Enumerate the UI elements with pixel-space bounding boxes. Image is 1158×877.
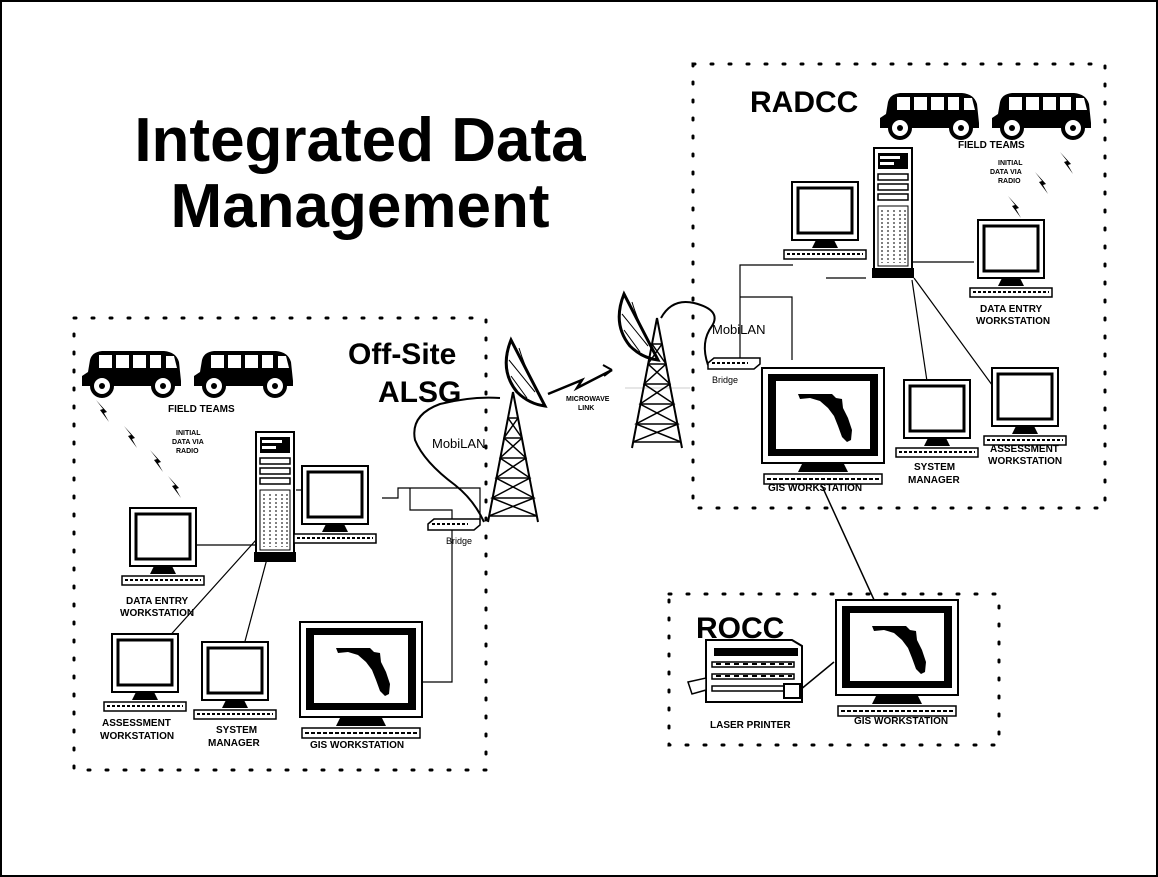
title-line-2: Management [170, 172, 550, 241]
alsg-radio-line-3: RADIO [176, 448, 199, 455]
alsg-bridge-label: Bridge [446, 536, 473, 546]
radcc-radio-line-3: RADIO [998, 178, 1021, 185]
radcc-name: RADCC [750, 86, 859, 119]
monitor-icon [102, 632, 188, 713]
rocc-printer-label: LASER PRINTER [710, 720, 791, 731]
gis-workstation-icon [835, 599, 959, 717]
rocc-printer-cable [799, 661, 835, 691]
radcc-system-manager-line-2: MANAGER [908, 475, 960, 486]
monitor-icon [894, 378, 980, 459]
gis-workstation-icon [761, 367, 885, 485]
monitor-icon [120, 506, 206, 587]
alsg-mobilan-link [413, 396, 501, 523]
alsg-name-line-1: Off-Site [348, 338, 457, 371]
radio-bolt-icon [124, 426, 137, 448]
radcc-assessment-line-2: WORKSTATION [988, 456, 1063, 467]
radcc-site-border [691, 62, 1107, 510]
radcc-bridge-label: Bridge [712, 375, 739, 385]
microwave-link-line-1: MICROWAVE [566, 396, 610, 403]
alsg-system-manager-line-1: SYSTEM [216, 725, 258, 736]
dish-antenna-icon [617, 292, 660, 362]
title-line-1: Integrated Data [134, 106, 586, 175]
bridge-device-icon [427, 518, 481, 531]
radio-bolt-icon [1060, 152, 1073, 174]
monitor-icon [968, 218, 1054, 299]
radcc-data-entry-line-1: DATA ENTRY [980, 304, 1043, 315]
radcc-gis-label: GIS WORKSTATION [768, 483, 863, 494]
monitor-icon [782, 180, 868, 261]
radio-bolt-icon [1008, 196, 1021, 218]
bridge-device-icon [707, 357, 761, 370]
monitor-icon [982, 366, 1068, 447]
server-tower-icon [871, 147, 915, 279]
radcc-system-manager-line-1: SYSTEM [914, 462, 956, 473]
alsg-assessment-line-1: ASSESSMENT [102, 718, 171, 729]
alsg-data-entry-line-2: WORKSTATION [120, 608, 195, 619]
monitor-icon [292, 464, 378, 545]
rocc-site-border [667, 592, 1001, 747]
microwave-link-line-2: LINK [578, 405, 595, 412]
alsg-data-entry-line-1: DATA ENTRY [126, 596, 189, 607]
van-icon [878, 91, 981, 140]
van-icon [80, 349, 183, 398]
alsg-name-line-2: ALSG [378, 376, 462, 409]
microwave-link-bolt [547, 368, 613, 396]
lattice-tower-icon [487, 391, 539, 523]
alsg-field-teams-label: FIELD TEAMS [168, 404, 235, 415]
alsg-gis-label: GIS WORKSTATION [310, 740, 405, 751]
laser-printer-icon [687, 639, 803, 703]
radio-bolt-icon [150, 450, 163, 472]
rocc-name: ROCC [696, 612, 785, 645]
radio-bolt-icon [1035, 172, 1048, 194]
radcc-field-teams-label: FIELD TEAMS [958, 140, 1025, 151]
alsg-radio-line-1: INITIAL [176, 430, 201, 437]
radio-bolt-icon [168, 476, 181, 498]
radcc-mobilan-link [660, 301, 716, 366]
radcc-radio-line-2: DATA VIA [990, 169, 1022, 176]
van-icon [192, 349, 295, 398]
gis-workstation-icon [299, 621, 423, 739]
radio-bolt-icon [96, 400, 109, 422]
server-tower-icon [253, 431, 297, 563]
rocc-gis-label: GIS WORKSTATION [854, 716, 949, 727]
radcc-assessment-line-1: ASSESSMENT [990, 444, 1059, 455]
alsg-radio-line-2: DATA VIA [172, 439, 204, 446]
alsg-assessment-line-2: WORKSTATION [100, 731, 175, 742]
radcc-mobilan-label: MobiLAN [712, 322, 766, 337]
van-icon [990, 91, 1093, 140]
monitor-icon [192, 640, 278, 721]
alsg-mobilan-label: MobiLAN [432, 436, 486, 451]
radcc-data-entry-line-2: WORKSTATION [976, 316, 1051, 327]
radcc-radio-line-1: INITIAL [998, 160, 1023, 167]
alsg-system-manager-line-2: MANAGER [208, 738, 260, 749]
